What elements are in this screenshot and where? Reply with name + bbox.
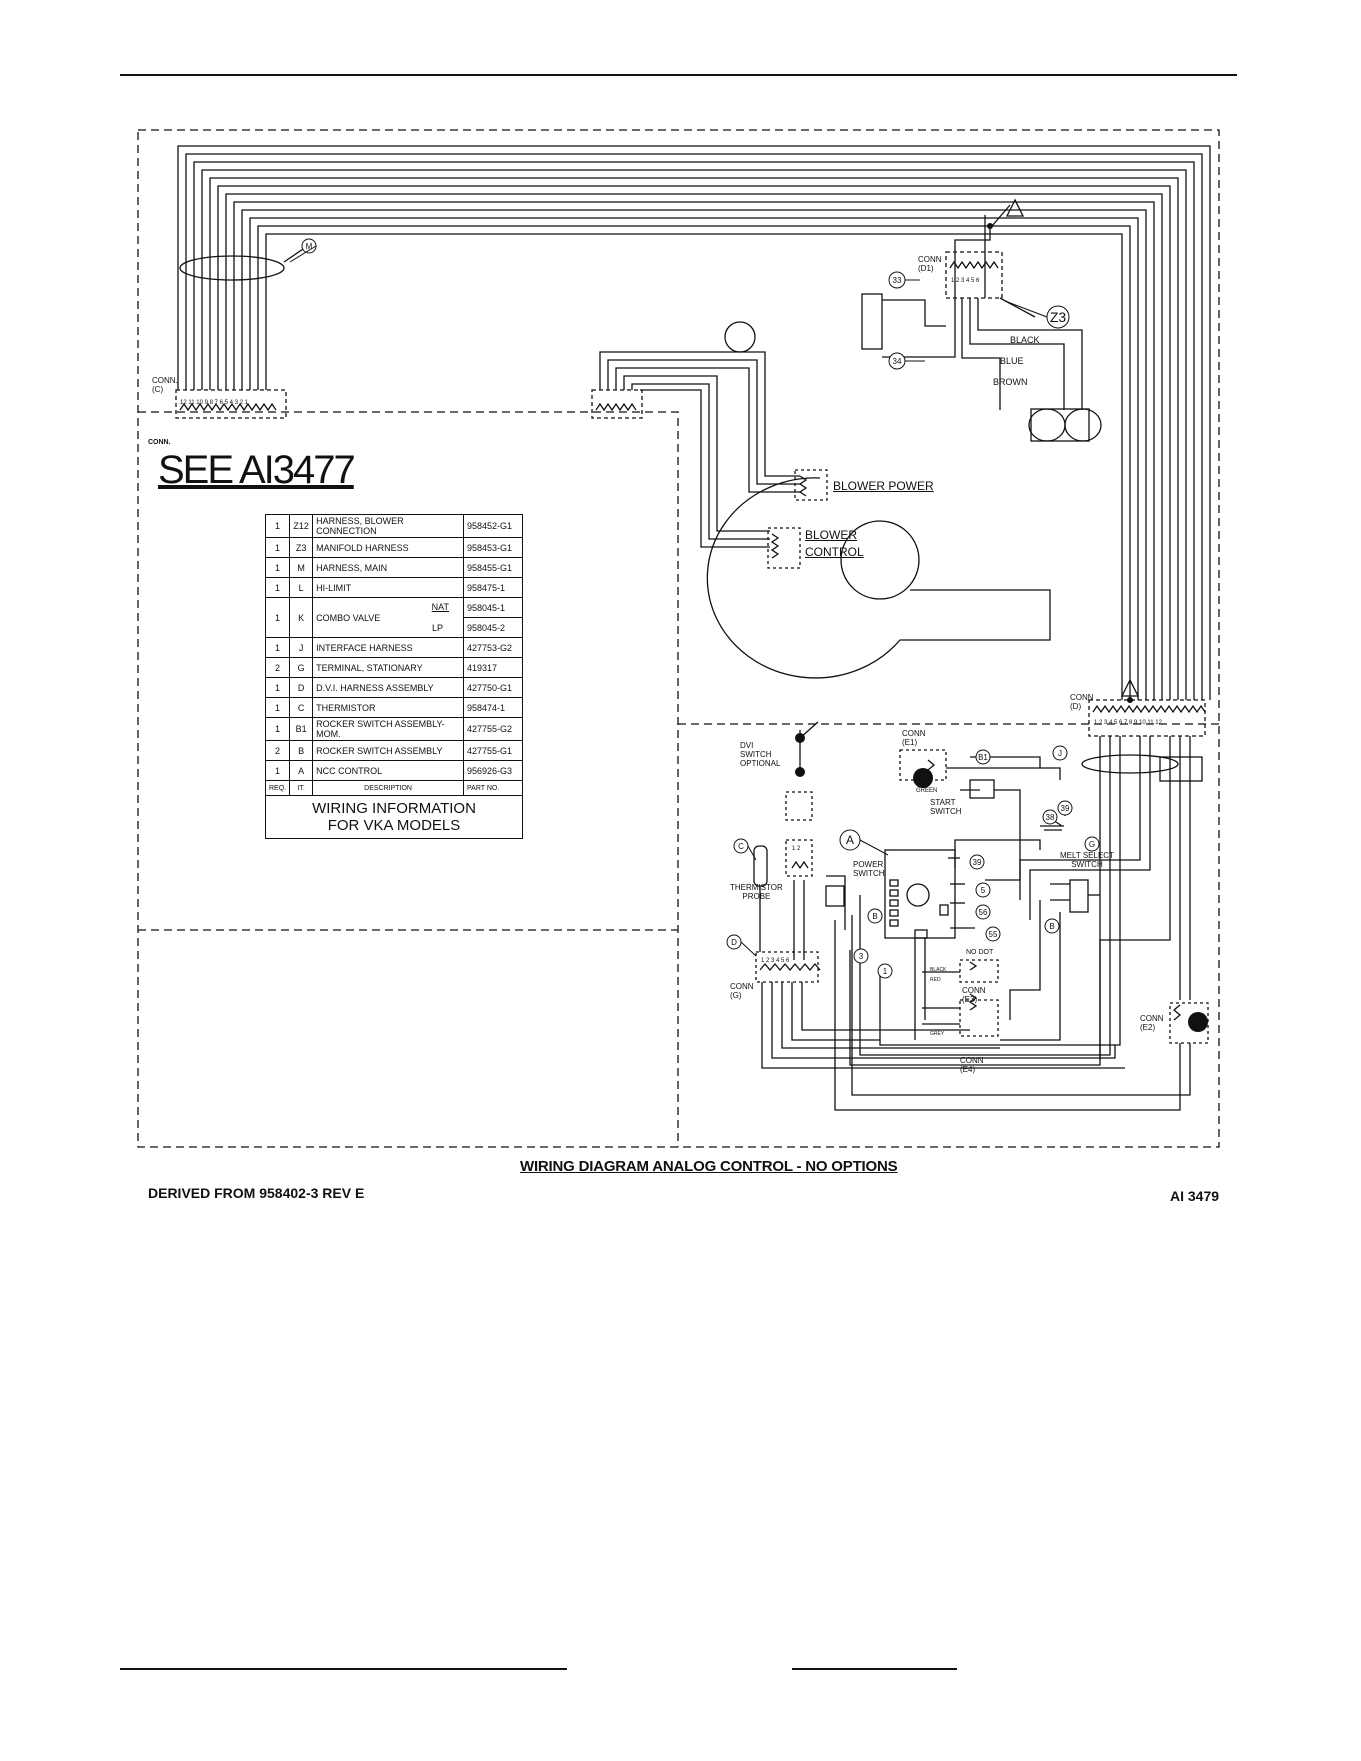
blower-power-label: BLOWER POWER bbox=[833, 479, 934, 493]
table-row: 2 B ROCKER SWITCH ASSEMBLY 427755-G1 bbox=[264, 740, 523, 761]
melt-select-switch-label: MELT SELECT SWITCH bbox=[1060, 851, 1114, 869]
red-wire-label: RED bbox=[930, 977, 941, 983]
conn-e1-label: CONN (E1) bbox=[902, 729, 926, 747]
blower-housing bbox=[706, 477, 1051, 679]
table-row: 1 L HI-LIMIT 958475-1 bbox=[264, 577, 523, 598]
document-number: AI 3479 bbox=[1170, 1188, 1220, 1204]
black-wire-label: BLACK bbox=[930, 967, 947, 973]
see-reference: SEE AI3477 bbox=[158, 448, 356, 492]
svg-text:1 2 3 4 5 6: 1 2 3 4 5 6 bbox=[951, 278, 980, 284]
conn-e3-label: CONN (E3) bbox=[962, 986, 986, 1004]
wire-black-label: BLACK bbox=[1010, 335, 1040, 345]
table-row: 1 Z12 HARNESS, BLOWER CONNECTION 958452-… bbox=[264, 514, 523, 538]
callout-56: 56 bbox=[979, 908, 988, 917]
green-wire-label: GREEN bbox=[916, 788, 938, 794]
svg-text:1 2 3 4 5 6: 1 2 3 4 5 6 bbox=[761, 958, 790, 964]
dvi-switch-label: DVI SWITCH OPTIONAL bbox=[740, 741, 781, 768]
callout-39b: 39 bbox=[973, 858, 982, 867]
callout-d: D bbox=[731, 938, 737, 947]
callout-b-left: B bbox=[872, 912, 877, 921]
callout-39a: 39 bbox=[1061, 804, 1070, 813]
callout-g: G bbox=[1089, 840, 1095, 849]
svg-text:12 11 10 9 8 7 6 5 4 3 2 1: 12 11 10 9 8 7 6 5 4 3 2 1 bbox=[180, 400, 249, 406]
conn-e4-label: CONN (E4) bbox=[960, 1056, 984, 1074]
diagram-title: WIRING DIAGRAM ANALOG CONTROL - NO OPTIO… bbox=[520, 1158, 898, 1175]
table-row: 1 D D.V.I. HARNESS ASSEMBLY 427750-G1 bbox=[264, 677, 523, 698]
callout-33: 33 bbox=[893, 276, 902, 285]
conn-d-label: CONN (D) bbox=[1070, 693, 1094, 711]
callout-3: 3 bbox=[859, 952, 864, 961]
table-row-combo-nat: 1 K COMBO VALVE NAT LP 958045-1 bbox=[264, 597, 523, 638]
start-switch-label: START SWITCH bbox=[930, 798, 962, 816]
bottom-rule-left bbox=[120, 1668, 567, 1670]
callout-z3: Z3 bbox=[1050, 309, 1067, 325]
outer-frame bbox=[137, 129, 1220, 1148]
table-row: 1 M HARNESS, MAIN 958455-G1 bbox=[264, 557, 523, 578]
callout-b-right: B bbox=[1049, 922, 1054, 931]
callout-5: 5 bbox=[981, 886, 986, 895]
table-row: 1 Z3 MANIFOLD HARNESS 958453-G1 bbox=[264, 537, 523, 558]
info-line-2: FOR VKA MODELS bbox=[327, 817, 461, 834]
callout-38: 38 bbox=[1046, 813, 1055, 822]
table-row: 1 B1 ROCKER SWITCH ASSEMBLY-MOM. 427755-… bbox=[264, 717, 523, 741]
callout-a: A bbox=[846, 833, 854, 847]
no-dot-label: NO DOT bbox=[966, 949, 994, 956]
callout-b1: B1 bbox=[978, 753, 988, 762]
conn-g-label: CONN (G) bbox=[730, 982, 754, 1000]
table-info-row: WIRING INFORMATION FOR VKA MODELS bbox=[265, 795, 523, 839]
section-divider-left bbox=[138, 411, 679, 1147]
callout-c: C bbox=[738, 842, 744, 851]
svg-text:1 2 3 4 5 6 7 8 9 10 11 12: 1 2 3 4 5 6 7 8 9 10 11 12 bbox=[1094, 720, 1163, 726]
blower-control-label-1: BLOWER bbox=[805, 528, 858, 542]
derived-from: DERIVED FROM 958402-3 REV E bbox=[148, 1185, 365, 1201]
wire-brown-label: BROWN bbox=[993, 377, 1028, 387]
blower-control-label-2: CONTROL bbox=[805, 545, 864, 559]
ncc-control-board bbox=[884, 849, 956, 939]
callout-m: M bbox=[306, 242, 313, 251]
callout-34: 34 bbox=[893, 357, 902, 366]
table-row: 2 G TERMINAL, STATIONARY 419317 bbox=[264, 657, 523, 678]
info-line-1: WIRING INFORMATION bbox=[312, 800, 476, 817]
bottom-rule-right bbox=[792, 1668, 957, 1670]
svg-text:1 2: 1 2 bbox=[792, 846, 801, 852]
thermistor-probe-label: THERMISTOR PROBE bbox=[730, 883, 783, 901]
parts-table: 1 Z12 HARNESS, BLOWER CONNECTION 958452-… bbox=[264, 514, 523, 839]
conn-label: CONN. bbox=[148, 439, 171, 446]
callout-1: 1 bbox=[883, 967, 888, 976]
conn-c-label: CONN. (C) bbox=[152, 376, 178, 394]
top-rule bbox=[120, 74, 1237, 76]
callout-55: 55 bbox=[989, 930, 998, 939]
table-row: 1 J INTERFACE HARNESS 427753-G2 bbox=[264, 637, 523, 658]
grey-wire-label: GREY bbox=[930, 1031, 945, 1037]
power-switch-label: POWER SWITCH bbox=[853, 860, 885, 878]
table-row: 1 C THERMISTOR 958474-1 bbox=[264, 697, 523, 718]
wire-blue-label: BLUE bbox=[1000, 356, 1024, 366]
callout-j: J bbox=[1058, 749, 1062, 758]
table-header-row: REQ. IT. DESCRIPTION PART NO. bbox=[264, 780, 523, 796]
conn-d1-label: CONN (D1) bbox=[918, 255, 942, 273]
conn-e2-label: CONN (E2) bbox=[1140, 1014, 1164, 1032]
table-row: 1 A NCC CONTROL 956926-G3 bbox=[264, 760, 523, 781]
